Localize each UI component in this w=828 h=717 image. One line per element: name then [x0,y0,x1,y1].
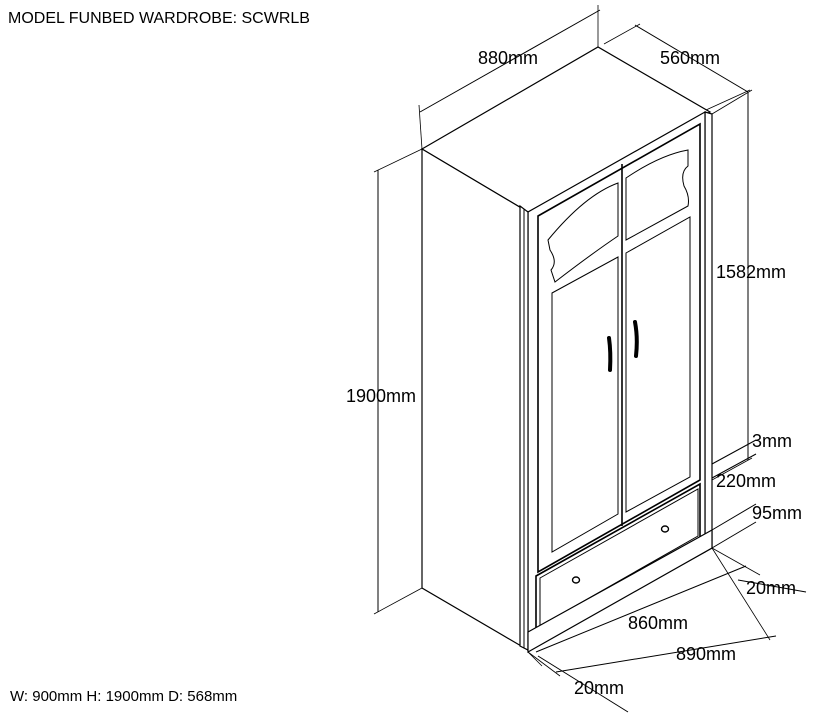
drawer-knob-right [660,525,670,533]
label-560mm: 560mm [660,48,720,68]
label-95mm: 95mm [752,503,802,523]
label-3mm: 3mm [752,431,792,451]
label-880mm: 880mm [478,48,538,68]
dimension-1582mm: 1582mm [711,89,786,481]
dimension-860mm: 860mm [535,565,747,653]
drawer-inner-outline [539,488,699,627]
dimension-560mm: 560mm [603,23,751,111]
label-20mm-right: 20mm [746,578,796,598]
wardrobe-right-edge [704,111,713,554]
dimension-95mm: 95mm [711,503,802,549]
right-door-lower-panel [625,216,691,513]
label-890mm: 890mm [676,644,736,664]
overall-dimensions-caption: W: 900mm H: 1900mm D: 568mm [10,688,238,705]
right-door-handle [633,320,639,358]
dimension-880mm: 880mm [418,5,601,150]
label-1900mm: 1900mm [346,386,416,406]
label-860mm: 860mm [628,613,688,633]
right-door-arch-panel [625,149,689,241]
label-1582mm: 1582mm [716,262,786,282]
dimension-220mm: 220mm [711,453,776,491]
drawing-title: MODEL FUNBED WARDROBE: SCWRLB [8,10,310,27]
dimension-20mm-left: 20mm [527,651,629,713]
wardrobe-left-side [421,147,529,652]
dimension-3mm: 3mm [711,431,792,465]
dimension-1900mm: 1900mm [346,148,423,615]
label-20mm-left: 20mm [574,678,624,698]
drawer-knob-left [571,576,581,584]
dimension-890mm: 890mm [527,547,777,677]
door-panel-outline [537,122,701,574]
left-door-lower-panel [551,256,619,553]
left-door-handle [607,336,613,372]
dimension-20mm-right: 20mm [711,547,807,598]
label-220mm: 220mm [716,471,776,491]
left-door-arch-panel [547,182,619,283]
